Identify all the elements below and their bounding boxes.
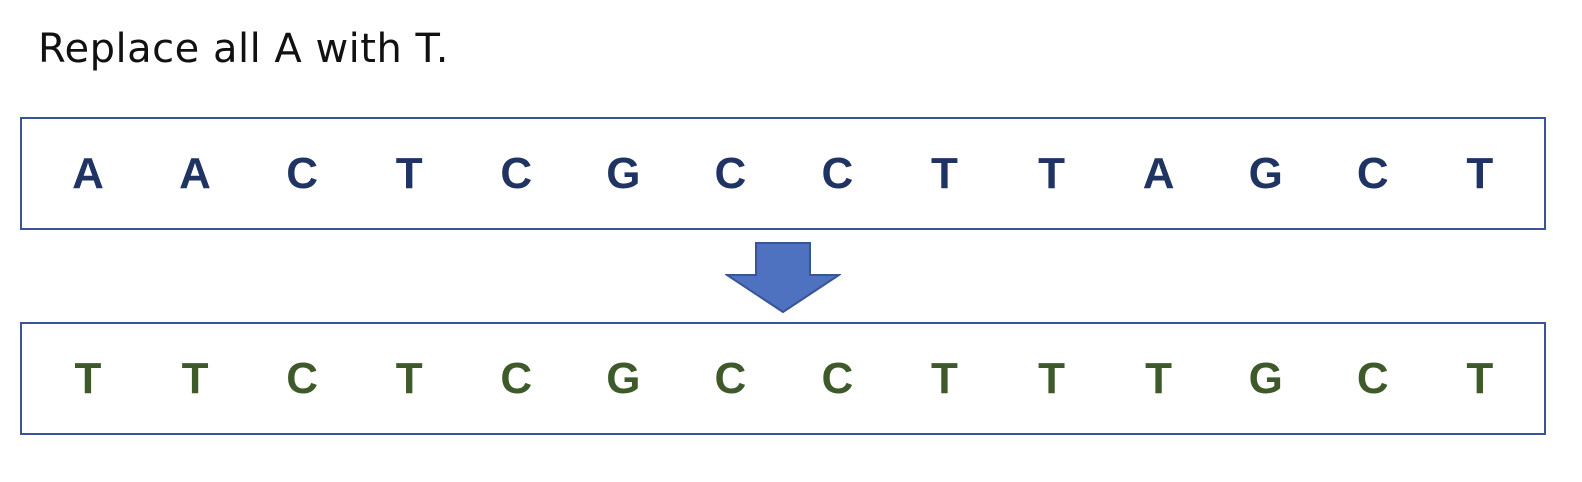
input-base-12: G — [1248, 148, 1283, 198]
output-base-8: C — [821, 353, 854, 403]
output-base-12: G — [1248, 353, 1283, 403]
input-base-4: T — [395, 148, 423, 198]
input-base-3: C — [286, 148, 319, 198]
input-base-2: A — [179, 148, 211, 198]
output-base-14: T — [1466, 353, 1494, 403]
output-base-4: T — [395, 353, 423, 403]
input-base-7: C — [714, 148, 747, 198]
instruction-title: Replace all A with T. — [38, 26, 449, 72]
output-base-9: T — [931, 353, 958, 403]
output-base-13: C — [1356, 353, 1389, 403]
output-base-7: C — [714, 353, 747, 403]
input-base-9: T — [931, 148, 958, 198]
input-base-5: C — [500, 148, 533, 198]
input-base-6: G — [606, 148, 641, 198]
output-base-3: C — [286, 353, 319, 403]
input-base-10: T — [1038, 148, 1065, 198]
down-arrow-icon — [725, 242, 841, 314]
output-base-2: T — [181, 353, 209, 403]
input-base-11: A — [1142, 148, 1175, 198]
output-base-10: T — [1038, 353, 1065, 403]
input-base-1: A — [72, 148, 104, 198]
output-base-6: G — [606, 353, 641, 403]
input-base-13: C — [1356, 148, 1389, 198]
output-base-11: T — [1145, 353, 1173, 403]
input-base-14: T — [1466, 148, 1494, 198]
output-base-5: C — [500, 353, 533, 403]
output-base-1: T — [74, 353, 102, 403]
input-base-8: C — [821, 148, 854, 198]
